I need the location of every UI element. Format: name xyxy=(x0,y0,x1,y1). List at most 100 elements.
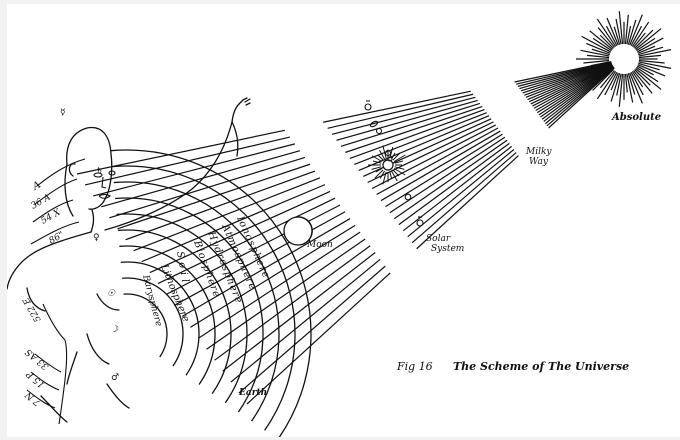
burst-ray xyxy=(618,11,624,45)
burst-ray xyxy=(626,73,634,103)
burst-ray xyxy=(394,160,404,164)
label-solar-system-1: Solar xyxy=(426,234,451,244)
burst-ray xyxy=(627,19,637,45)
ray-line xyxy=(222,252,376,372)
burst-ray xyxy=(393,168,406,176)
sphere-arc xyxy=(116,213,248,404)
ray-line xyxy=(367,121,494,184)
burst-ray xyxy=(629,72,643,104)
burst-ray xyxy=(638,49,672,57)
sphere-label-barysphere: Barysphere xyxy=(140,273,164,327)
burst-ray xyxy=(627,73,636,95)
ray-line xyxy=(371,124,497,190)
burst-ray xyxy=(382,171,387,185)
burst-ray xyxy=(615,18,622,45)
uranus-icon xyxy=(364,100,372,111)
sphere-arc xyxy=(119,245,216,385)
ray-line xyxy=(345,105,483,153)
face-features xyxy=(93,170,116,199)
burst-ray xyxy=(633,70,653,94)
ray-line xyxy=(336,99,478,141)
burst-ray xyxy=(391,170,398,182)
burst-ray xyxy=(581,35,612,53)
ray-line xyxy=(238,265,386,394)
burst-ray xyxy=(626,25,632,45)
body-scale-label: 33 AS xyxy=(24,346,51,371)
burst-ray xyxy=(379,150,385,160)
diagram-canvas: A 36 A 54 X 86" 522 E 33 AS 15 P 7 N ☿ ♄… xyxy=(7,4,680,437)
burst-ray xyxy=(604,71,618,96)
burst-ray xyxy=(637,45,656,54)
head-scale-label: 54 X xyxy=(40,207,63,226)
burst-ray xyxy=(377,154,384,161)
absolute-sunburst-icon xyxy=(576,11,672,107)
burst-ray xyxy=(631,21,650,47)
ray-line xyxy=(190,224,356,328)
burst-ray xyxy=(389,147,394,159)
sphere-arc xyxy=(122,277,184,367)
burst-ray xyxy=(374,169,384,179)
head-scale-lines xyxy=(30,158,86,245)
burst-ray xyxy=(624,73,628,93)
ray-line xyxy=(125,170,316,241)
burst-ray xyxy=(392,169,400,177)
burst-ray xyxy=(586,54,610,59)
sphere-arc xyxy=(115,197,264,413)
ray-line xyxy=(84,136,291,186)
ray-line xyxy=(230,258,381,383)
burst-ray xyxy=(382,145,387,159)
burst-ray xyxy=(629,14,643,46)
ray-line xyxy=(76,129,285,175)
label-absolute: Absolute xyxy=(611,112,661,123)
label-earth: Earth xyxy=(238,388,267,398)
burst-ray xyxy=(637,64,666,77)
earth-sphere-arcs xyxy=(110,149,312,437)
burst-ray xyxy=(394,166,405,170)
ray-line xyxy=(327,93,474,129)
burst-ray xyxy=(393,154,406,162)
ray-line xyxy=(416,155,519,250)
body-scale-lines xyxy=(26,303,68,425)
head-scale-label: A xyxy=(30,179,43,193)
human-figure xyxy=(7,97,251,423)
burst-ray xyxy=(635,28,662,50)
burst-ray xyxy=(389,171,393,179)
burst-ray xyxy=(580,49,610,57)
scheme-of-universe-diagram: A 36 A 54 X 86" 522 E 33 AS 15 P 7 N ☿ ♄… xyxy=(7,11,672,437)
label-milky-way-1: Milky xyxy=(525,147,552,157)
ray-bundle xyxy=(76,58,625,405)
burst-ray xyxy=(375,168,383,173)
burst-ray xyxy=(599,70,615,89)
ray-line xyxy=(349,109,485,159)
venus-icon: ♀ xyxy=(93,233,100,243)
burst-ray xyxy=(596,18,617,47)
burst-ray xyxy=(634,69,651,86)
sphere-arc xyxy=(112,165,296,431)
ray-line xyxy=(198,231,361,339)
burst-ray xyxy=(589,66,612,83)
planet-symbols xyxy=(364,100,424,227)
sphere-arc xyxy=(120,261,200,376)
burst-ray xyxy=(636,65,654,76)
burst-ray xyxy=(638,46,664,56)
burst-ray xyxy=(371,166,382,170)
neptune-icon xyxy=(416,216,424,227)
ray-line xyxy=(109,156,306,219)
head-scale-label: 86" xyxy=(48,230,67,246)
burst-ray xyxy=(589,30,613,50)
burst-ray xyxy=(581,62,610,73)
burst-ray xyxy=(379,170,385,179)
burst-ray xyxy=(371,155,383,162)
sphere-arc xyxy=(113,181,280,422)
sun-symbol-icon: ☉ xyxy=(107,289,116,299)
burst-ray xyxy=(630,71,644,96)
burst-ray xyxy=(589,64,611,74)
moon-symbol-icon: ☽ xyxy=(110,325,119,335)
burst-ray xyxy=(638,62,660,71)
burst-ray xyxy=(599,34,614,49)
figure-title: The Scheme of The Universe xyxy=(453,360,629,373)
sun-icon xyxy=(368,145,406,185)
ray-line xyxy=(389,136,506,214)
burst-ray xyxy=(592,37,612,52)
burst-ray xyxy=(586,42,611,54)
